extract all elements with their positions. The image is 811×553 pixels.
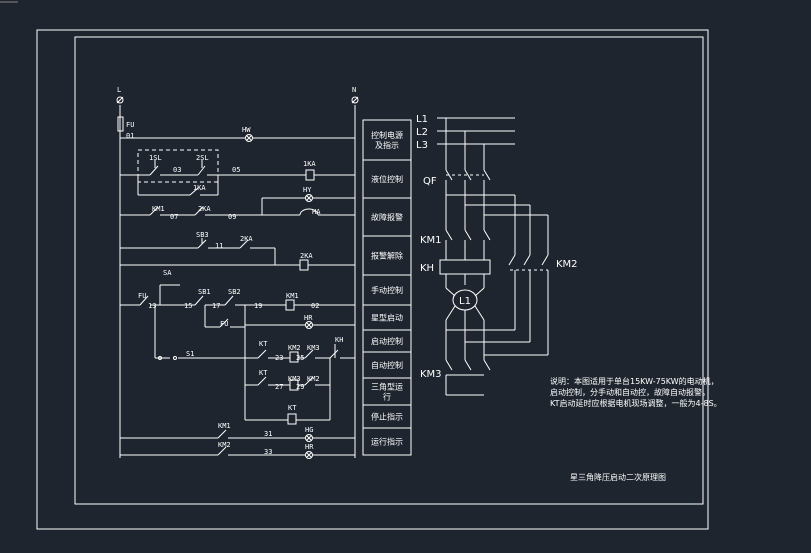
note-line-3: KT启动延时应根据电机现场调整，一般为4-8S。 [550,398,722,408]
label-km2-power: KM2 [556,259,578,270]
phase-l2: L2 [416,127,428,138]
label-qf: QF [423,176,437,187]
function-label-1: 液位控制 [371,174,403,184]
label-sb1: SB1 [198,288,211,296]
label-kt-a: KT [259,340,268,348]
lamp-hw [245,134,253,142]
node-01: 01 [126,132,134,140]
label-fu2: FU [138,292,146,300]
node-23: 23 [275,354,283,362]
label-kt-coil: KT [288,404,297,412]
function-label-10: 运行指示 [371,437,403,447]
lamp-hg [305,434,313,442]
label-km1-run: KM1 [218,422,231,430]
contactor-km1-coil [285,299,295,311]
function-label-4: 手动控制 [371,285,403,295]
lamp-hr [305,321,313,329]
note-line-2: 启动控制，分手动和自动控，故障自动报警。 [550,387,710,397]
label-2ka-row4: 2KA [240,235,253,243]
label-km2-b: KM2 [307,375,320,383]
label-fu-aux: FU [220,320,228,328]
node-19: 19 [254,302,262,310]
node-15: 15 [184,302,192,310]
inner-frame [74,36,704,505]
node-02: 02 [311,302,319,310]
label-hg: HG [305,426,313,434]
note-line-1: 说明：本图适用于单台15KW-75KW的电动机， [550,376,719,386]
label-hr: HR [304,314,313,322]
node-29: 29 [296,383,304,391]
label-km2-run: KM2 [218,441,231,449]
label-2ka-row3: 2KA [198,205,211,213]
label-hr2: HR [305,443,314,451]
label-km3-power: KM3 [420,369,442,380]
function-label-8: 三角型运行 [371,382,403,402]
label-km1-power: KM1 [420,235,442,246]
label-1sl: 1SL [149,154,162,162]
phase-l1: L1 [416,114,428,125]
function-labels: 控制电源及指示液位控制故障报警报警解除手动控制星型启动启动控制自动控制三角型运行… [363,130,411,456]
function-label-7: 自动控制 [371,360,403,370]
node-07: 07 [170,213,178,221]
node-33: 33 [264,448,272,456]
label-ha: HA [312,208,321,216]
function-label-6: 启动控制 [371,336,403,346]
timer-kt-coil [287,413,297,425]
label-hy: HY [303,186,312,194]
function-label-3: 报警解除 [371,251,403,261]
node-05: 05 [232,166,240,174]
buzzer-ha [299,208,319,216]
label-1ka-contact: 1KA [193,184,206,192]
node-31: 31 [264,430,272,438]
node-11: 11 [215,242,223,250]
drawing-title: 星三角降压启动二次原理图 [570,472,666,482]
function-label-5: 星型启动 [371,313,403,323]
outer-frame [36,29,709,530]
contactor-km3-coil [289,351,299,363]
phase-l3: L3 [416,140,428,151]
label-km1-coil: KM1 [286,292,299,300]
label-sb3: SB3 [196,231,209,239]
lamp-hr2 [305,451,313,459]
node-25: 25 [296,354,304,362]
label-kh-aux: KH [335,336,343,344]
label-1ka-coil: 1KA [303,160,316,168]
label-2sl: 2SL [196,154,209,162]
label-sa: SA [163,269,172,277]
node-09: 09 [228,213,236,221]
label-hw: HW [242,126,251,134]
node-27: 27 [275,383,283,391]
node-03: 03 [173,166,181,174]
node-13: 13 [148,302,156,310]
fuse-label: FU [126,121,134,129]
lamp-hy [305,194,313,202]
label-kh-power: KH [420,263,434,274]
label-sb2: SB2 [228,288,241,296]
fuse [117,116,124,132]
overload-relay [439,259,491,275]
function-label-9: 停止指示 [371,412,403,422]
function-label-0: 控制电源及指示 [371,130,403,150]
label-2ka-coil: 2KA [300,252,313,260]
label-s1: S1 [186,350,194,358]
terminal-n: N [352,86,356,94]
label-kt-b: KT [259,369,268,377]
label-motor: L1 [459,296,471,307]
label-km2-a: KM2 [288,344,301,352]
relay-1ka-coil [305,169,315,181]
function-label-2: 故障报警 [371,212,403,222]
node-17: 17 [212,302,220,310]
terminal-l: L [117,86,121,94]
label-km3-b: KM3 [288,375,301,383]
relay-2ka-coil [299,259,309,271]
label-km3-a: KM3 [307,344,320,352]
label-km1-row3: KM1 [152,205,165,213]
